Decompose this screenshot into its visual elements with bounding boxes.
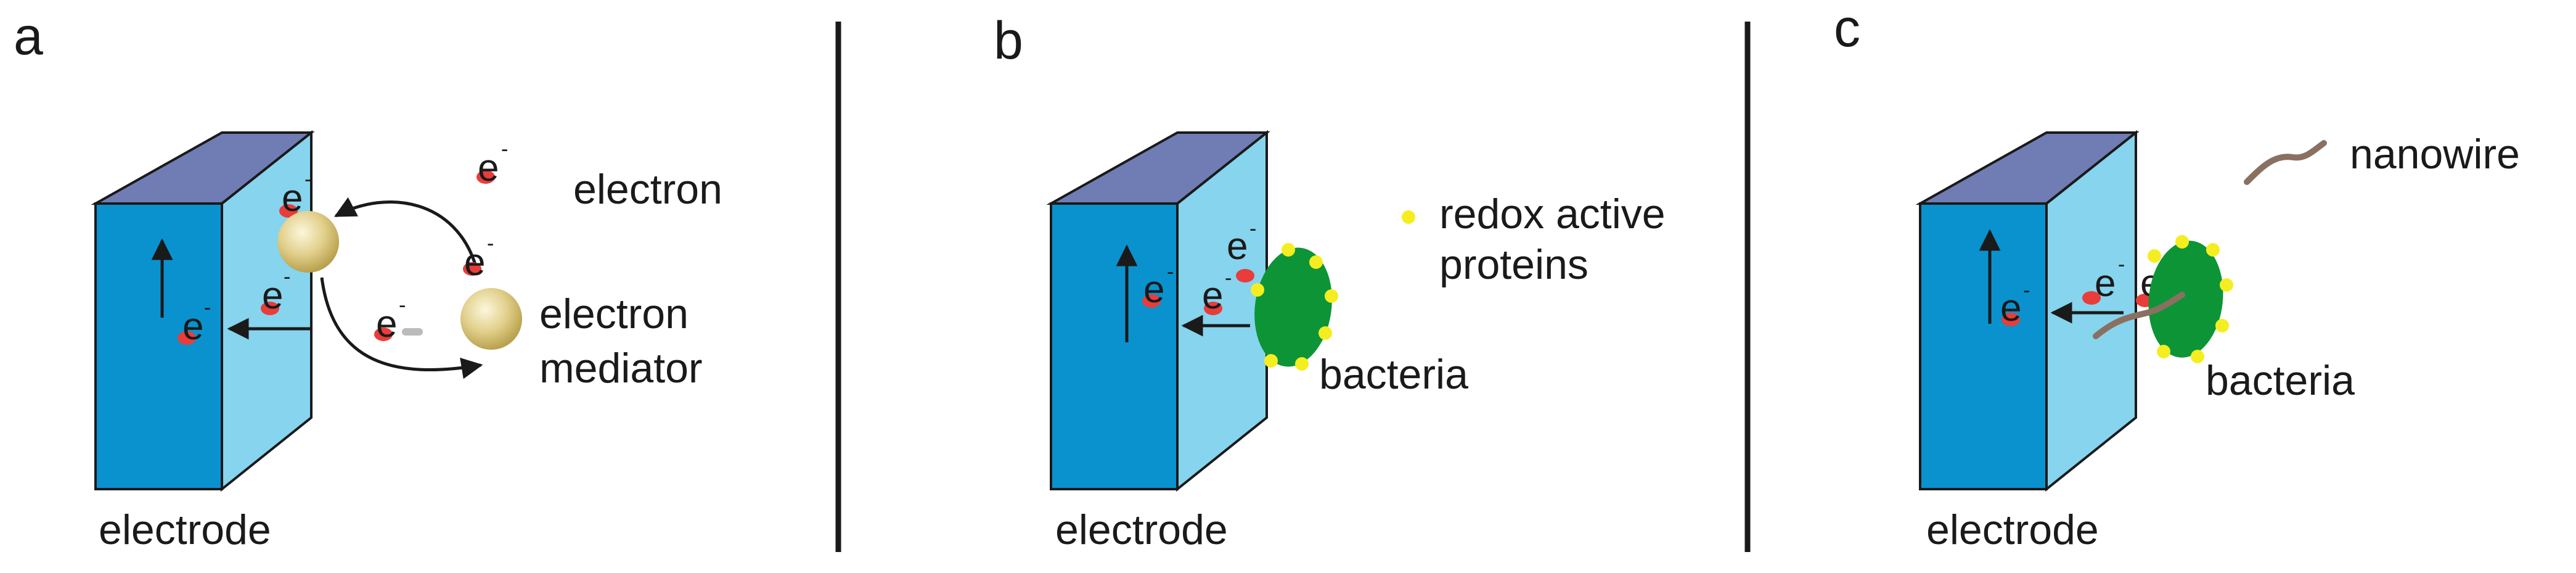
electrode-c <box>1915 130 2140 492</box>
electrode-front-face <box>1919 202 2048 490</box>
electron-dot <box>1236 269 1254 282</box>
electron-symbol: e <box>1202 274 1223 317</box>
electrode-b <box>1046 130 1270 492</box>
electron-charge: - <box>399 294 406 317</box>
electron-charge: - <box>305 168 311 191</box>
electron-symbol: e <box>376 303 397 345</box>
label-redox-line2: proteins <box>1439 241 1589 288</box>
label-electrode-a: electrode <box>99 506 271 553</box>
electrode-front-face <box>1050 202 1179 490</box>
label-bacteria-b: bacteria <box>1319 351 1468 398</box>
mediator-cycle-bottom-arrow <box>320 277 483 379</box>
bacterium-b <box>1251 243 1338 371</box>
electron-charge: - <box>2118 253 2125 276</box>
electron-legend-symbol: e - <box>476 138 508 189</box>
label-electrode-b: electrode <box>1055 506 1228 553</box>
bacteria-cell <box>1254 247 1332 367</box>
electron-a5: e - <box>374 294 423 345</box>
electron-dot <box>2082 291 2101 305</box>
redox-protein-dot <box>1264 354 1278 368</box>
electron-dot <box>1204 302 1222 315</box>
label-electrode-c: electrode <box>1926 506 2099 553</box>
panel-c: c e - e - e - <box>1834 0 2520 553</box>
electron-a3: e - <box>279 168 311 220</box>
redox-protein-dot <box>2148 249 2161 263</box>
panel-b: b e - e - e - <box>994 11 1666 553</box>
mediator-reduced <box>460 288 522 350</box>
redox-protein-dot <box>1295 357 1309 371</box>
nanowire-legend-icon <box>2244 140 2327 185</box>
electron-c1: e - <box>2000 279 2030 329</box>
electron-charge: - <box>487 232 494 255</box>
electron-charge: - <box>501 138 508 161</box>
bacterium-c <box>2148 235 2233 363</box>
electron-symbol: e <box>1143 268 1164 311</box>
electron-dot <box>261 302 279 315</box>
electron-symbol: e <box>478 147 499 189</box>
panel-a: a e - e - e - e - <box>14 7 722 553</box>
bacteria-cell <box>2148 241 2223 358</box>
redox-protein-dot <box>1319 326 1332 340</box>
electron-symbol: e <box>464 241 485 284</box>
electron-dot <box>374 328 393 341</box>
electron-symbol: e <box>2000 287 2021 329</box>
electron-a4: e - <box>463 232 494 284</box>
panel-letter-b: b <box>994 11 1023 70</box>
electron-symbol: e <box>182 305 203 348</box>
redox-protein-dot <box>2191 350 2204 363</box>
electron-dot <box>279 204 298 218</box>
electron-a2: e - <box>261 265 290 317</box>
electron-a1: e - <box>178 296 211 348</box>
redox-protein-dot <box>1251 283 1264 297</box>
panel-letter-a: a <box>14 7 43 66</box>
electron-dot <box>463 262 481 276</box>
electron-charge: - <box>2023 279 2030 302</box>
electron-charge: - <box>1225 266 1232 290</box>
electron-charge: - <box>204 296 211 319</box>
redox-protein-dot <box>2157 345 2170 358</box>
electron-c2: e - <box>2082 253 2125 305</box>
redox-protein-dot <box>2215 319 2229 332</box>
label-nanowire: nanowire <box>2350 131 2520 178</box>
redox-protein-dot <box>2175 235 2189 249</box>
electron-b1: e - <box>1142 260 1174 311</box>
electron-trail <box>402 328 423 336</box>
mediator-oxidized <box>277 211 339 273</box>
electron-b3: e - <box>1227 217 1256 282</box>
redox-protein-dot <box>2206 243 2220 257</box>
nanowire-attached <box>2093 292 2185 339</box>
electron-dot <box>2002 313 2020 326</box>
electron-symbol: e <box>1227 225 1248 268</box>
electron-charge: - <box>284 265 290 289</box>
electron-charge: - <box>1167 260 1174 284</box>
label-electron: electron <box>573 166 722 213</box>
electron-dot <box>476 170 495 184</box>
redox-protein-legend-dot <box>1402 210 1415 224</box>
electron-dot <box>1142 294 1161 308</box>
redox-protein-dot <box>1282 243 1295 257</box>
redox-protein-dot <box>2220 278 2233 292</box>
electron-charge: - <box>1249 217 1256 241</box>
panel-letter-c: c <box>1834 0 1860 58</box>
electron-symbol: e <box>2095 262 2116 305</box>
mediator-cycle-top-arrow <box>333 197 478 267</box>
electron-dot <box>178 331 196 345</box>
electron-symbol: e <box>262 274 283 317</box>
label-redox-line1: redox active <box>1439 191 1666 237</box>
label-mediator-line1: electron <box>539 291 689 337</box>
label-mediator-line2: mediator <box>539 345 703 392</box>
electron-b2: e - <box>1202 266 1232 317</box>
redox-protein-dot <box>1325 289 1338 303</box>
label-bacteria-c: bacteria <box>2206 357 2355 404</box>
redox-protein-dot <box>1309 255 1323 269</box>
